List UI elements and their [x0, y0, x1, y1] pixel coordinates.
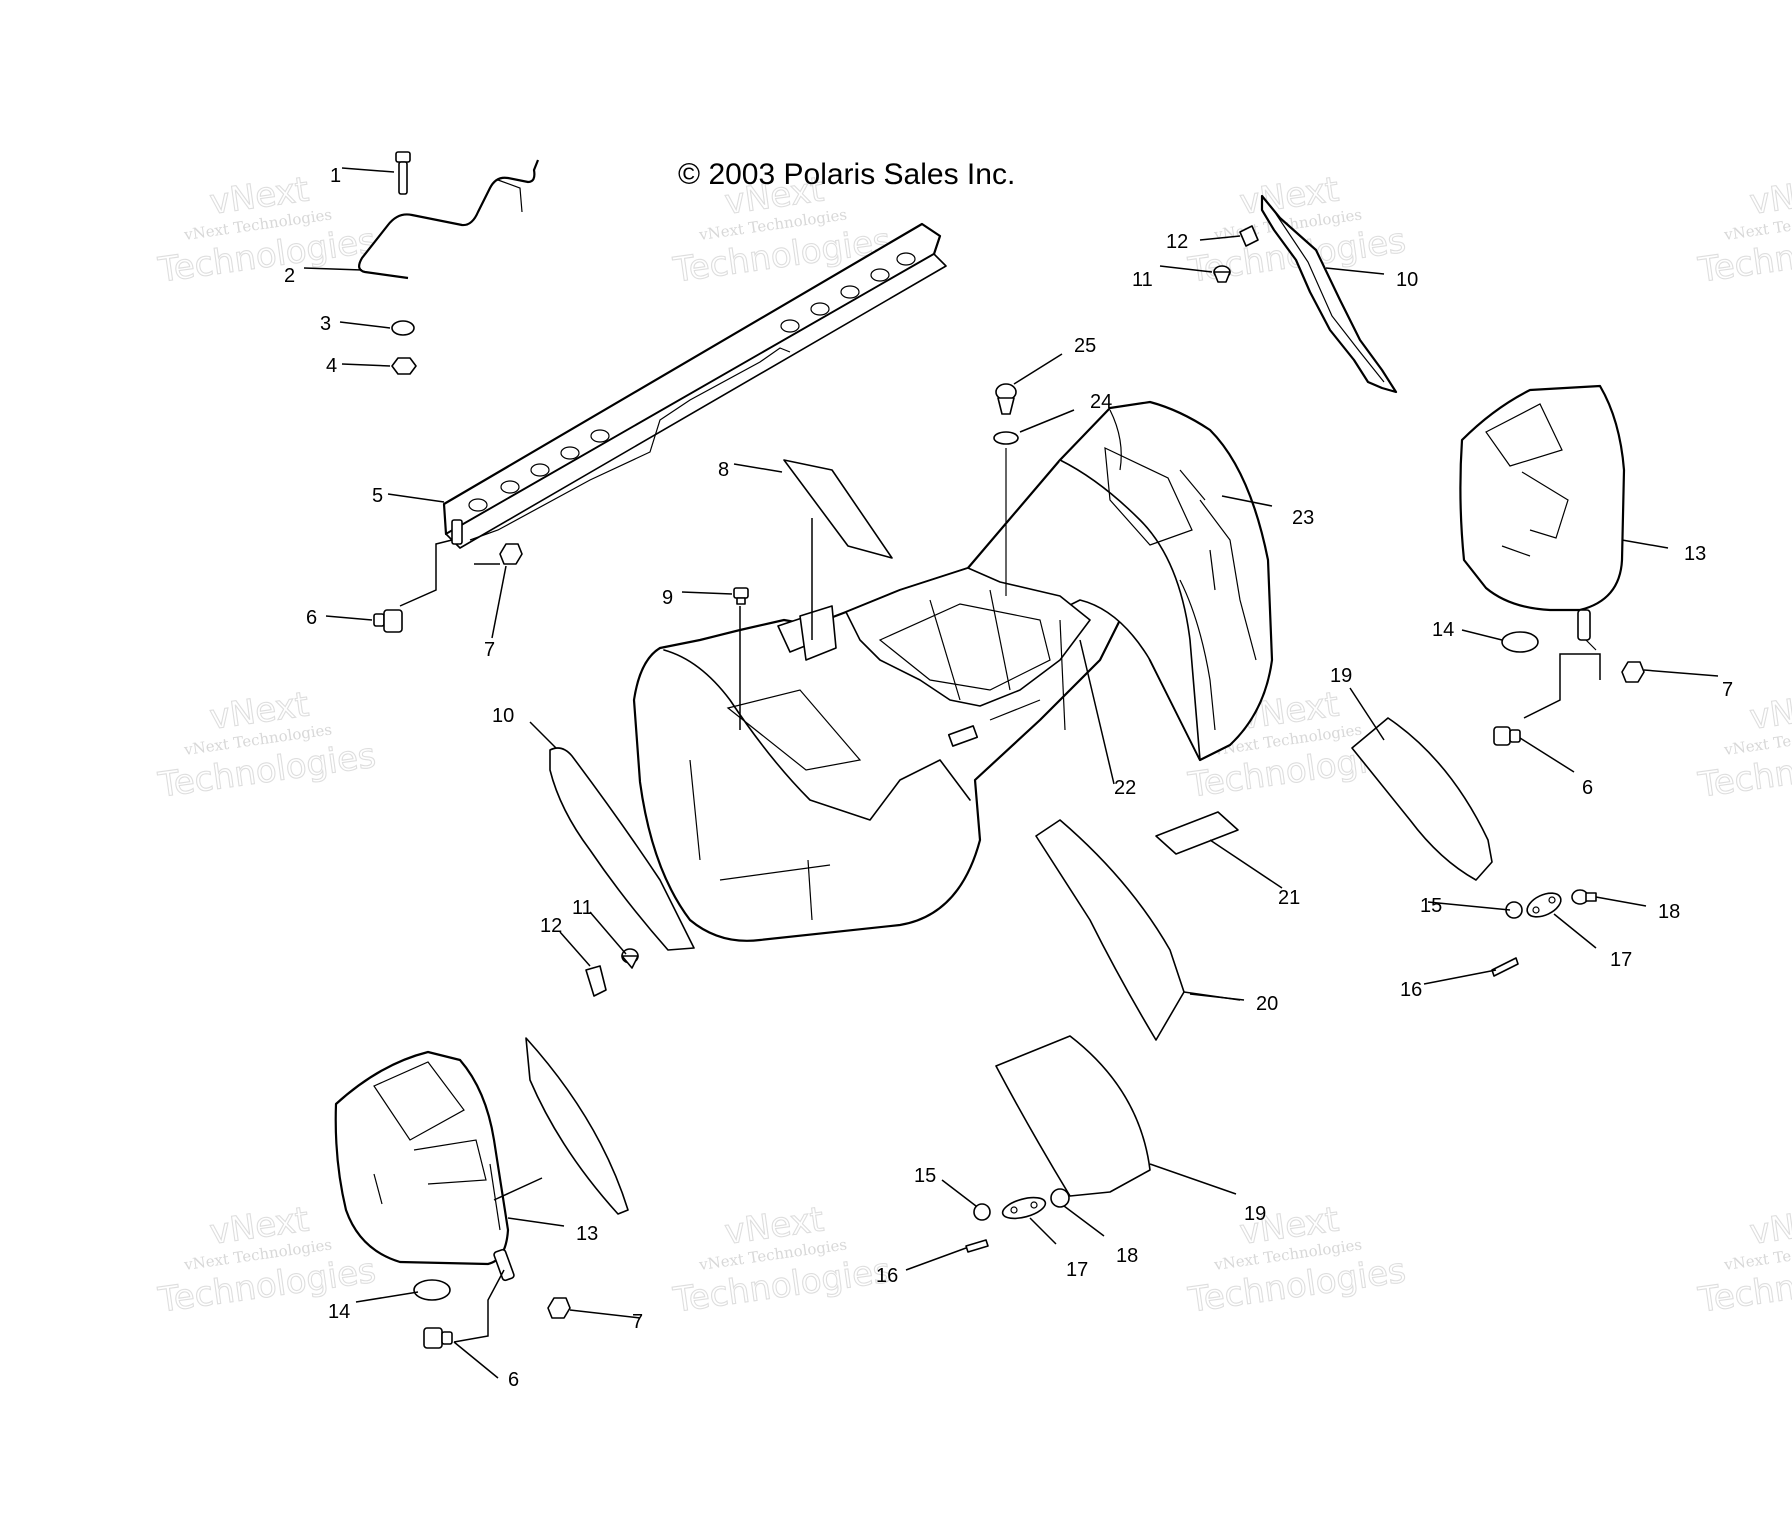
- callout-12: 12: [1166, 231, 1188, 253]
- callout-1: 1: [330, 165, 341, 187]
- screw-icon: [965, 1239, 989, 1253]
- mud-flap-bottom-part: [995, 1035, 1151, 1197]
- nut-icon: [391, 357, 417, 375]
- callout-2: 2: [284, 265, 295, 287]
- screw-icon: [621, 948, 639, 969]
- side-panel-left-part: [334, 1050, 515, 1282]
- callout-14: 14: [328, 1301, 350, 1323]
- watermark: vNext vNext Technologies Technologies: [155, 169, 379, 291]
- callout-19: 19: [1244, 1203, 1266, 1225]
- watermark: vNext vNext Technologies Technologies: [1695, 1199, 1792, 1321]
- grommet-icon: [1501, 631, 1539, 653]
- watermark-logo: vNext: [1747, 1200, 1792, 1253]
- callout-24: 24: [1090, 391, 1112, 413]
- callout-6: 6: [508, 1369, 519, 1391]
- grommet-icon: [413, 1279, 451, 1301]
- screw-icon: [1213, 265, 1231, 283]
- nut-icon: [1621, 661, 1645, 683]
- clip-icon: [1239, 225, 1259, 247]
- callout-22: 22: [1114, 777, 1136, 799]
- bolt-icon: [1050, 1188, 1070, 1208]
- screw-icon: [733, 587, 749, 605]
- nut-icon: [547, 1297, 571, 1319]
- callout-7: 7: [1722, 679, 1733, 701]
- side-panel-right-part: [1459, 384, 1626, 651]
- nut-icon: [499, 543, 523, 565]
- bolt-icon: [395, 151, 411, 195]
- callout-16: 16: [1400, 979, 1422, 1001]
- callout-25: 25: [1074, 335, 1096, 357]
- callout-17: 17: [1066, 1259, 1088, 1281]
- bracket-plate-part: [1001, 1196, 1047, 1220]
- clip-icon: [585, 965, 607, 997]
- leader-lines: [303, 167, 1719, 1379]
- callout-15: 15: [914, 1165, 936, 1187]
- callout-11: 11: [572, 897, 593, 919]
- bolt-icon: [1493, 726, 1521, 746]
- bolt-icon: [373, 609, 403, 633]
- callout-16: 16: [876, 1265, 898, 1287]
- trim-strip-part: [1260, 194, 1398, 394]
- watermark: vNext vNext Technologies Technologies: [155, 684, 379, 806]
- watermark: vNext vNext Technologies Technologies: [670, 169, 894, 291]
- callout-9: 9: [662, 587, 673, 609]
- callout-20: 20: [1256, 993, 1278, 1015]
- label-decal-part: [1155, 811, 1239, 855]
- bolt-icon: [423, 1327, 453, 1349]
- callout-13: 13: [576, 1223, 598, 1245]
- callout-17: 17: [1610, 949, 1632, 971]
- bolt-icon: [1571, 889, 1597, 905]
- watermark: vNext vNext Technologies Technologies: [1695, 169, 1792, 291]
- callout-23: 23: [1292, 507, 1314, 529]
- bracket-plate-part: [1526, 892, 1562, 918]
- callout-labels: 1 2 3 4 5 6 7 8 9 25 24 22 23 12 11 10 1…: [284, 165, 1733, 1391]
- callout-19: 19: [1330, 665, 1352, 687]
- callout-18: 18: [1658, 901, 1680, 923]
- washer-icon: [993, 431, 1019, 445]
- screw-icon: [1491, 957, 1519, 977]
- brace-rod-part: [358, 159, 540, 280]
- mud-flap-center-part: [1035, 819, 1185, 1041]
- callout-3: 3: [320, 313, 331, 335]
- callout-12: 12: [540, 915, 562, 937]
- callout-15: 15: [1420, 895, 1442, 917]
- callout-6: 6: [1582, 777, 1593, 799]
- callout-5: 5: [372, 485, 383, 507]
- callout-8: 8: [718, 459, 729, 481]
- watermark: vNext vNext Technologies Technologies: [670, 1199, 894, 1321]
- mud-flap-right-part: [1351, 717, 1493, 881]
- plate-part: [783, 459, 893, 559]
- callout-10: 10: [1396, 269, 1418, 291]
- watermark: vNext vNext Technologies Technologies: [1695, 684, 1792, 806]
- callout-14: 14: [1432, 619, 1454, 641]
- clip-icon: [995, 383, 1017, 415]
- callout-18: 18: [1116, 1245, 1138, 1267]
- nut-icon: [973, 1203, 991, 1221]
- callout-11: 11: [1132, 269, 1153, 291]
- watermark-logo: vNext: [1747, 170, 1792, 223]
- washer-icon: [391, 320, 415, 336]
- callout-13: 13: [1684, 543, 1706, 565]
- callout-10: 10: [492, 705, 514, 727]
- copyright-notice: © 2003 Polaris Sales Inc.: [678, 158, 1015, 191]
- mud-flap-left-part: [525, 1037, 629, 1215]
- rear-fender-body-part: [632, 400, 1274, 942]
- rack-bar-part: [442, 222, 947, 549]
- callout-6: 6: [306, 607, 317, 629]
- watermark: vNext vNext Technologies Technologies: [1185, 1199, 1409, 1321]
- trim-strip-left-part: [549, 747, 695, 951]
- callout-21: 21: [1278, 887, 1300, 909]
- callout-7: 7: [484, 639, 495, 661]
- watermark-logo: vNext: [1747, 685, 1792, 738]
- callout-4: 4: [326, 355, 337, 377]
- callout-7: 7: [632, 1311, 643, 1333]
